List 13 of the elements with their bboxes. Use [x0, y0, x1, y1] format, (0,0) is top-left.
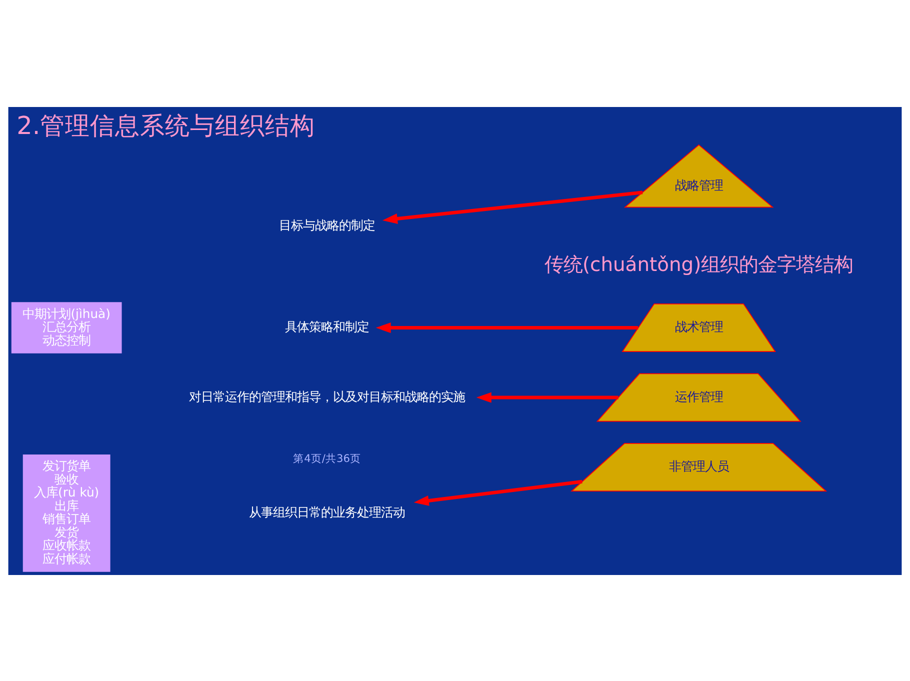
node-text: 从事组织日常的业务处理活动 [249, 504, 406, 519]
arrow [382, 190, 643, 224]
node-box: 发订货单 验收 入库(rù kù) 出库 销售订单 发货 应收帐款 应付帐款 [22, 454, 110, 572]
node-box: 中期计划(jìhuà) 汇总分析 动态控制 [11, 302, 122, 353]
label: 第4页/共36页 [293, 452, 361, 465]
arrow [376, 322, 638, 333]
arrow [476, 392, 618, 402]
node-text: 对日常运作的管理和指导，以及对目标和战略的实施 [189, 389, 466, 404]
label: 传统(chuántǒng)组织的金字塔结构 [544, 252, 854, 276]
node-text: 具体策略和制定 [285, 320, 370, 334]
diagram-title: 2.管理信息系统与组织结构 [16, 110, 316, 140]
arrow [414, 479, 582, 506]
node-text: 目标与战略的制定 [279, 218, 376, 232]
